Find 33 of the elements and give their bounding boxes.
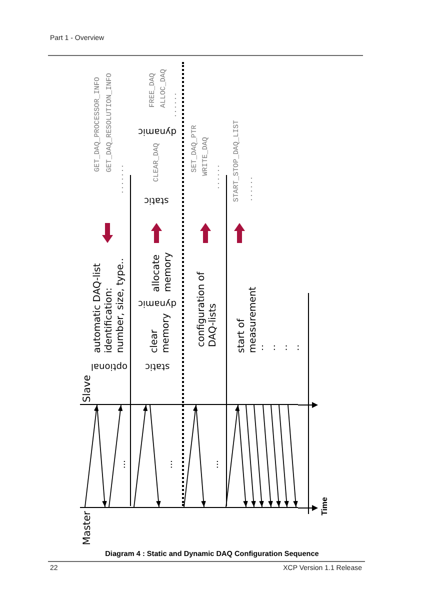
message-arrow	[150, 404, 161, 508]
message-arrow	[288, 404, 298, 508]
message-arrow	[226, 404, 240, 508]
message-arrow	[278, 404, 289, 508]
description-text: configuration of DAQ-lists	[196, 270, 219, 347]
axis-label: Time	[320, 497, 330, 516]
message-arrow	[270, 404, 281, 508]
description-text: clear memory	[149, 312, 172, 353]
ellipsis: ...	[211, 460, 222, 469]
ellipsis: ...	[165, 460, 176, 469]
message-arrow	[254, 404, 264, 508]
message-arrow	[96, 404, 107, 508]
message-arrow	[108, 404, 123, 508]
description-text: allocate memory	[151, 251, 174, 292]
section-label: optional	[91, 360, 128, 371]
message-arrow	[134, 404, 148, 508]
description-text: start of measurement	[236, 286, 259, 353]
ellipsis: ...	[118, 460, 129, 469]
message-arrow	[196, 404, 206, 508]
section-label: static	[144, 194, 169, 205]
message-arrow	[238, 404, 248, 508]
section-label: dynamic	[138, 125, 176, 136]
lifeline	[80, 507, 298, 547]
ellipsis: : : : :	[261, 343, 300, 354]
message-arrow	[262, 404, 273, 508]
section-label: static	[145, 360, 170, 371]
message-arrow	[184, 404, 198, 508]
section-label: dynamic	[138, 297, 176, 308]
participant-label: Master	[82, 511, 94, 546]
participant-label: Slave	[82, 374, 94, 402]
message-arrow	[246, 404, 256, 508]
message-arrow	[84, 404, 99, 508]
description-text: automatic DAQ-list identification: number, size, type..	[92, 257, 126, 353]
